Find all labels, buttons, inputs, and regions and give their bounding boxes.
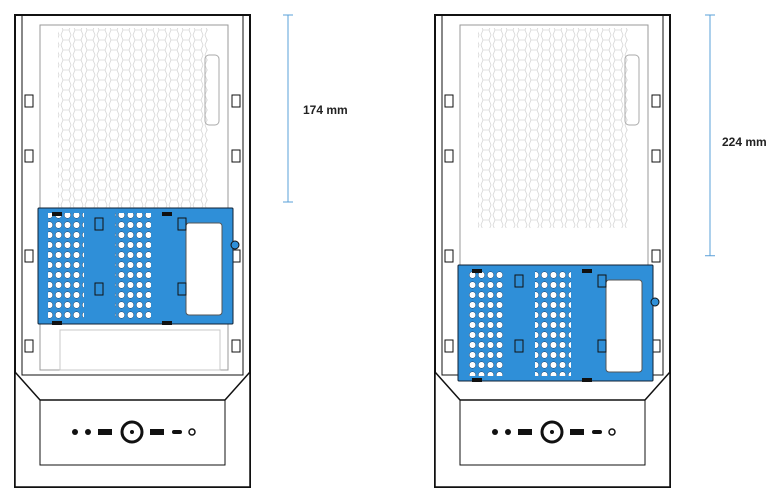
cable-routing xyxy=(624,54,640,126)
cage-cutout xyxy=(185,222,223,316)
cage-vent-holes xyxy=(535,270,571,376)
cage-rail xyxy=(162,212,172,216)
mesh-vent xyxy=(58,28,208,228)
mesh-vent xyxy=(478,28,628,228)
side-clip xyxy=(24,149,34,163)
side-clip xyxy=(24,249,34,263)
mic-jack-icon xyxy=(505,429,511,435)
usb-c-port-icon xyxy=(172,430,182,434)
cage-vent-holes xyxy=(115,213,151,319)
drive-cage xyxy=(457,264,660,382)
side-clip xyxy=(444,149,454,163)
side-clip xyxy=(651,149,661,163)
thumbscrew-icon xyxy=(230,240,240,250)
mount-tab xyxy=(94,217,104,231)
mic-jack-icon xyxy=(85,429,91,435)
side-clip xyxy=(444,94,454,108)
dimension-224 xyxy=(705,14,715,257)
drive-cage xyxy=(37,207,240,325)
case-right xyxy=(434,14,715,488)
usb-port-icon xyxy=(150,429,164,435)
side-clip xyxy=(651,249,661,263)
usb-c-port-icon xyxy=(592,430,602,434)
mount-tab xyxy=(514,274,524,288)
side-clip xyxy=(231,339,241,353)
usb-port-icon xyxy=(570,429,584,435)
cage-rail xyxy=(472,269,482,273)
front-bezel xyxy=(39,400,226,466)
lower-bay xyxy=(59,329,221,371)
reset-button-icon xyxy=(188,428,196,436)
thumbscrew-icon xyxy=(650,297,660,307)
mount-tab xyxy=(597,274,607,288)
dimension-label-224: 224 mm xyxy=(722,135,767,149)
audio-jack-icon xyxy=(492,429,498,435)
cage-cutout xyxy=(605,279,643,373)
mount-tab xyxy=(177,282,187,296)
mount-tab xyxy=(177,217,187,231)
side-clip xyxy=(651,94,661,108)
power-button-center xyxy=(550,430,554,434)
cage-rail xyxy=(582,378,592,382)
cage-vent-holes xyxy=(48,213,84,319)
side-clip xyxy=(444,249,454,263)
usb-port-icon xyxy=(98,429,112,435)
chassis-inner-frame xyxy=(21,14,244,376)
audio-jack-icon xyxy=(72,429,78,435)
side-clip xyxy=(444,339,454,353)
side-clip xyxy=(24,94,34,108)
dimension-label-174: 174 mm xyxy=(303,103,348,117)
reset-button-icon xyxy=(608,428,616,436)
cage-rail xyxy=(472,378,482,382)
cage-rail xyxy=(162,321,172,325)
dimension-174 xyxy=(283,14,293,203)
cage-rail xyxy=(582,269,592,273)
cage-rail xyxy=(52,321,62,325)
mount-tab xyxy=(94,282,104,296)
power-button-center xyxy=(130,430,134,434)
mount-tab xyxy=(514,339,524,353)
mount-tab xyxy=(597,339,607,353)
cage-vent-holes xyxy=(468,270,504,376)
usb-port-icon xyxy=(518,429,532,435)
cage-rail xyxy=(52,212,62,216)
side-clip xyxy=(231,94,241,108)
front-bezel xyxy=(459,400,646,466)
cable-routing xyxy=(204,54,220,126)
case-left xyxy=(14,14,293,488)
side-clip xyxy=(231,149,241,163)
side-clip xyxy=(24,339,34,353)
